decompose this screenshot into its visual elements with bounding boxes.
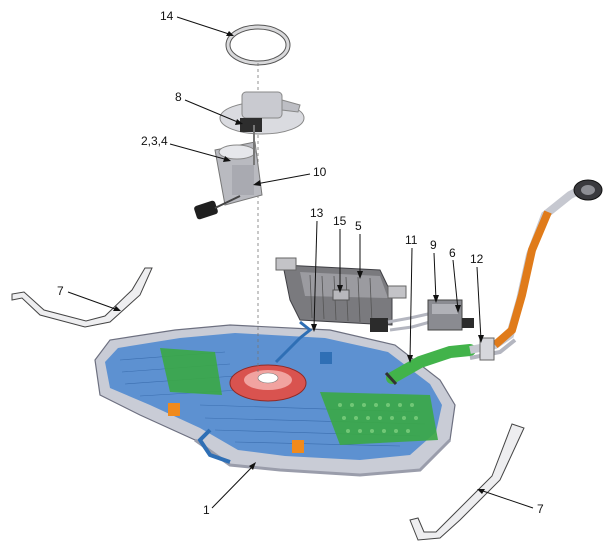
svg-text:8: 8 (175, 90, 182, 104)
svg-text:7: 7 (57, 284, 64, 298)
tank-strap-right (409, 423, 525, 541)
vent-valve (427, 299, 474, 331)
callout-5: 5 (355, 219, 363, 279)
svg-text:10: 10 (313, 165, 327, 179)
svg-text:5: 5 (355, 219, 362, 233)
svg-text:1: 1 (203, 503, 210, 517)
svg-text:13: 13 (310, 206, 324, 220)
fuel-tank (94, 324, 456, 477)
callout-10: 10 (253, 165, 327, 186)
callout-7-left: 7 (57, 284, 121, 311)
callout-1: 1 (203, 462, 256, 517)
blue-connector (320, 352, 332, 364)
callout-2-3-4: 2,3,4 (141, 134, 231, 162)
fuel-pump-module (194, 91, 305, 220)
callout-14: 14 (160, 9, 234, 36)
fill-hose-green (386, 344, 476, 384)
filler-neck (469, 179, 603, 361)
callout-9: 9 (430, 238, 439, 303)
svg-text:14: 14 (160, 9, 174, 23)
svg-text:11: 11 (405, 233, 418, 247)
svg-text:2,3,4: 2,3,4 (141, 134, 168, 148)
svg-text:9: 9 (430, 238, 437, 252)
evap-canister (275, 257, 407, 332)
callout-6: 6 (449, 246, 461, 313)
tank-strap-left (11, 267, 153, 328)
svg-text:6: 6 (449, 246, 456, 260)
pump-gasket (225, 24, 291, 66)
canister-tubes (387, 312, 431, 332)
callout-12: 12 (470, 252, 484, 343)
callout-8: 8 (175, 90, 243, 125)
svg-text:15: 15 (333, 214, 347, 228)
svg-text:12: 12 (470, 252, 484, 266)
fill-hose-clamp (384, 371, 398, 386)
callout-7-right: 7 (477, 489, 544, 516)
callout-13: 13 (310, 206, 324, 332)
vapor-line-blue (274, 320, 313, 364)
callout-15: 15 (333, 214, 347, 293)
svg-text:7: 7 (537, 502, 544, 516)
callout-11: 11 (405, 233, 418, 363)
